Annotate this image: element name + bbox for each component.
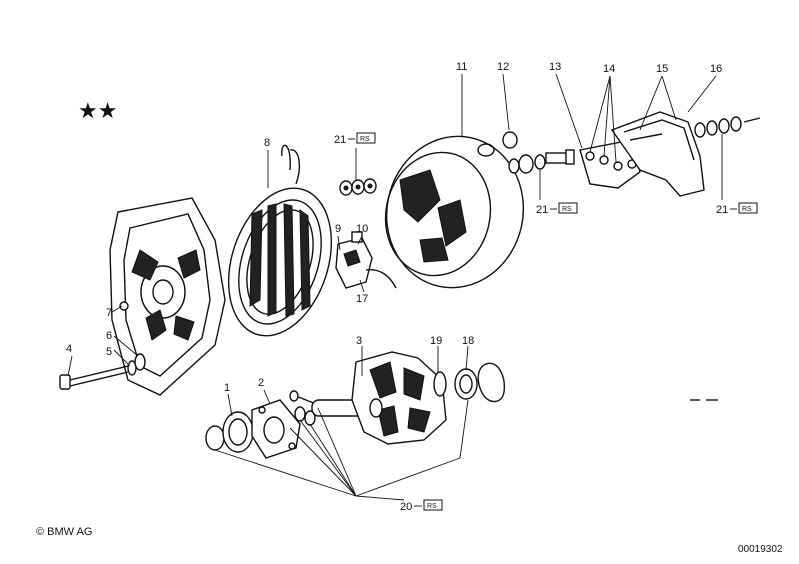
part-11-slip-ring-housing[interactable] [373,124,538,301]
callout-9: 9 [335,223,341,235]
callout-11: 11 [456,61,467,73]
diagram-number: 00019302 [738,544,783,555]
callout-12: 12 [497,61,509,73]
callout-labels: 4 5 6 7 8 9 10 17 11 12 13 14 15 16 3 1 … [66,61,758,513]
callout-19: 19 [430,335,442,347]
callout-18: 18 [462,335,474,347]
part-4-through-bolt[interactable] [59,365,129,390]
callout-5: 5 [106,346,112,358]
callout-21-far-right: 21 [716,204,728,216]
rs-badge-right: RS [562,206,572,213]
part-20-seal-ring[interactable] [477,362,505,403]
callout-21-center: 21 [334,134,346,146]
rs-badge-bottom: RS [427,503,437,510]
callout-10: 10 [356,223,368,235]
rs-badge-far-right: RS [742,206,752,213]
callout-8: 8 [264,137,270,149]
callout-7: 7 [106,307,112,319]
leader-lines [67,73,723,497]
callout-21-right: 21 [536,204,548,216]
part-21-bolt-set-right[interactable] [508,149,575,174]
part-21-washer-set-center[interactable] [339,178,377,196]
part-19-spacer[interactable] [433,371,447,397]
callout-2: 2 [258,377,264,389]
part-3-rotor[interactable] [311,351,447,445]
part-18-ball-bearing[interactable] [454,368,478,400]
callout-4: 4 [66,343,72,355]
part-13-regulator-bracket[interactable] [579,139,641,189]
part-9-brush-holder[interactable] [335,231,397,289]
callout-14: 14 [603,63,615,75]
part-8-stator[interactable] [211,144,349,349]
part-7-end-housing[interactable] [109,197,226,396]
callout-16: 16 [710,63,722,75]
stars-mark: ★★ [78,98,117,123]
part-20-screw-set[interactable] [289,390,317,426]
part-12-bushing[interactable] [502,131,518,149]
callout-3: 3 [356,335,362,347]
copyright-text: © BMW AG [36,526,93,538]
callout-6: 6 [106,330,112,342]
part-21-washer-set-far-right[interactable] [694,116,761,138]
callout-13: 13 [549,61,561,73]
part-2-bearing-plate[interactable] [251,399,301,459]
part-6-washer[interactable] [134,353,146,371]
part-1-ball-bearing[interactable] [205,411,254,453]
part-16-cover[interactable] [610,111,705,197]
rs-badge-center: RS [360,136,370,143]
callout-20: 20 [400,501,412,513]
callout-15: 15 [656,63,668,75]
callout-1: 1 [224,382,230,394]
callout-17: 17 [356,293,368,305]
